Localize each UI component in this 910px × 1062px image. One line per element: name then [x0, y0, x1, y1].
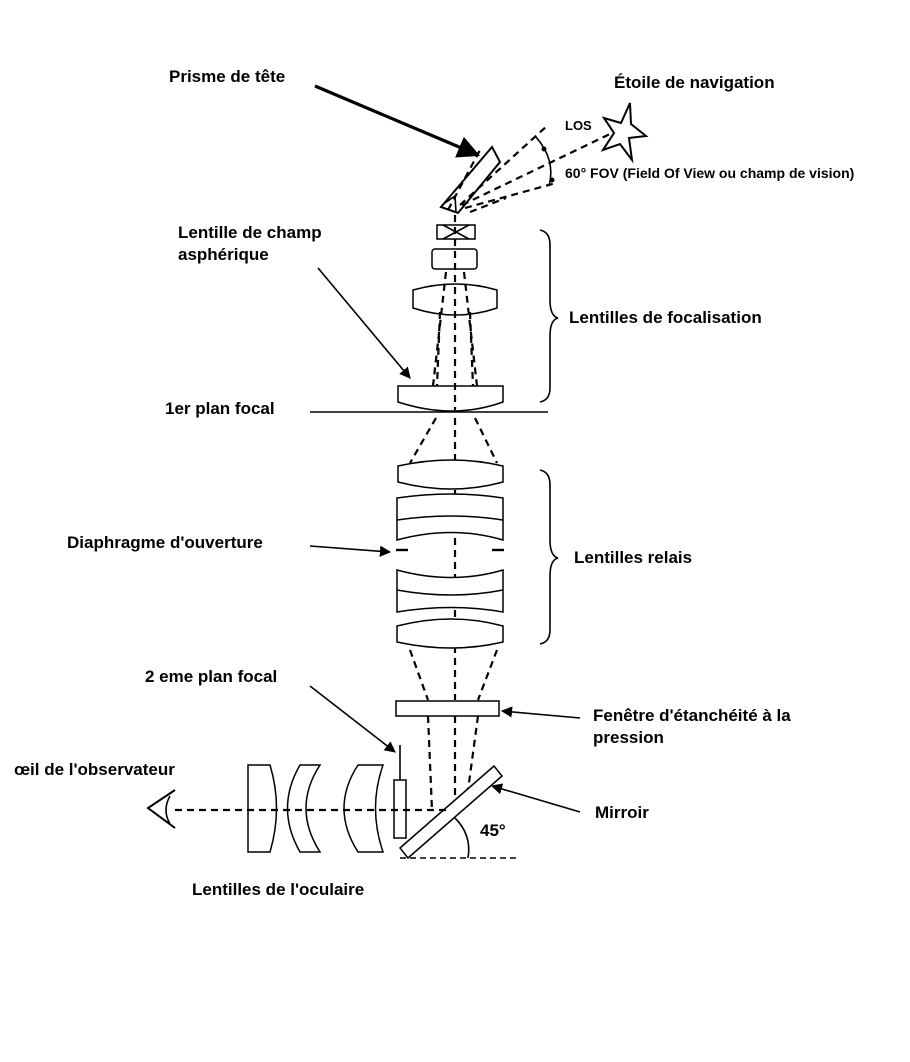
relay-lens-2: [396, 493, 504, 542]
label-eyepiece-lenses: Lentilles de l'oculaire: [192, 880, 364, 899]
line-of-sight-rays: [447, 124, 613, 214]
relay-lens-1: [397, 459, 504, 490]
upper-optical-rays: [431, 215, 479, 410]
label-first-focal-plane: 1er plan focal: [165, 399, 275, 418]
label-focusing-lenses: Lentilles de focalisation: [569, 308, 762, 327]
label-head-prism: Prisme de tête: [169, 67, 285, 86]
label-second-focal-plane: 2 eme plan focal: [145, 667, 277, 686]
label-pressure-window-line1: Fenêtre d'étanchéité à la: [593, 706, 791, 725]
label-observer-eye: œil de l'observateur: [14, 760, 175, 779]
label-aspheric-lens-line2: asphérique: [178, 245, 269, 264]
label-navigation-star: Étoile de navigation: [614, 73, 775, 92]
eyepiece-lens-2: [286, 764, 322, 853]
label-aspheric-lens-line1: Lentille de champ: [178, 223, 322, 242]
eye-icon: [146, 789, 176, 829]
label-pressure-window-line2: pression: [593, 728, 664, 747]
head-prism: [439, 145, 502, 215]
mirror-leader: [490, 783, 581, 813]
aspheric-field-lens: [397, 385, 504, 412]
relay-lens-3: [396, 568, 504, 613]
fov-angle-arc: [535, 136, 555, 187]
label-los: LOS: [565, 118, 592, 133]
eyepiece-lens-3: [343, 764, 385, 853]
aspheric-lens-leader: [317, 267, 411, 379]
navigation-star-icon: [600, 102, 649, 164]
pressure-window: [395, 700, 500, 717]
relay-lens-4: [396, 618, 504, 649]
pressure-window-leader: [500, 706, 581, 719]
label-aperture-stop: Diaphragme d'ouverture: [67, 533, 263, 552]
label-fov: 60° FOV (Field Of View ou champ de visio…: [565, 165, 854, 181]
relay-rays: [408, 417, 499, 701]
label-relay-lenses: Lentilles relais: [574, 548, 692, 567]
label-mirror: Mirroir: [595, 803, 649, 822]
mirror: [398, 764, 518, 860]
relay-lenses-brace: [539, 469, 559, 645]
eyepiece-lens-1: [247, 764, 278, 853]
second-focal-plane-leader: [309, 685, 396, 753]
aperture-stop-leader: [309, 545, 392, 557]
head-prism-leader: [314, 84, 481, 158]
focusing-lenses-brace: [539, 229, 559, 403]
label-mirror-angle: 45°: [480, 821, 506, 840]
